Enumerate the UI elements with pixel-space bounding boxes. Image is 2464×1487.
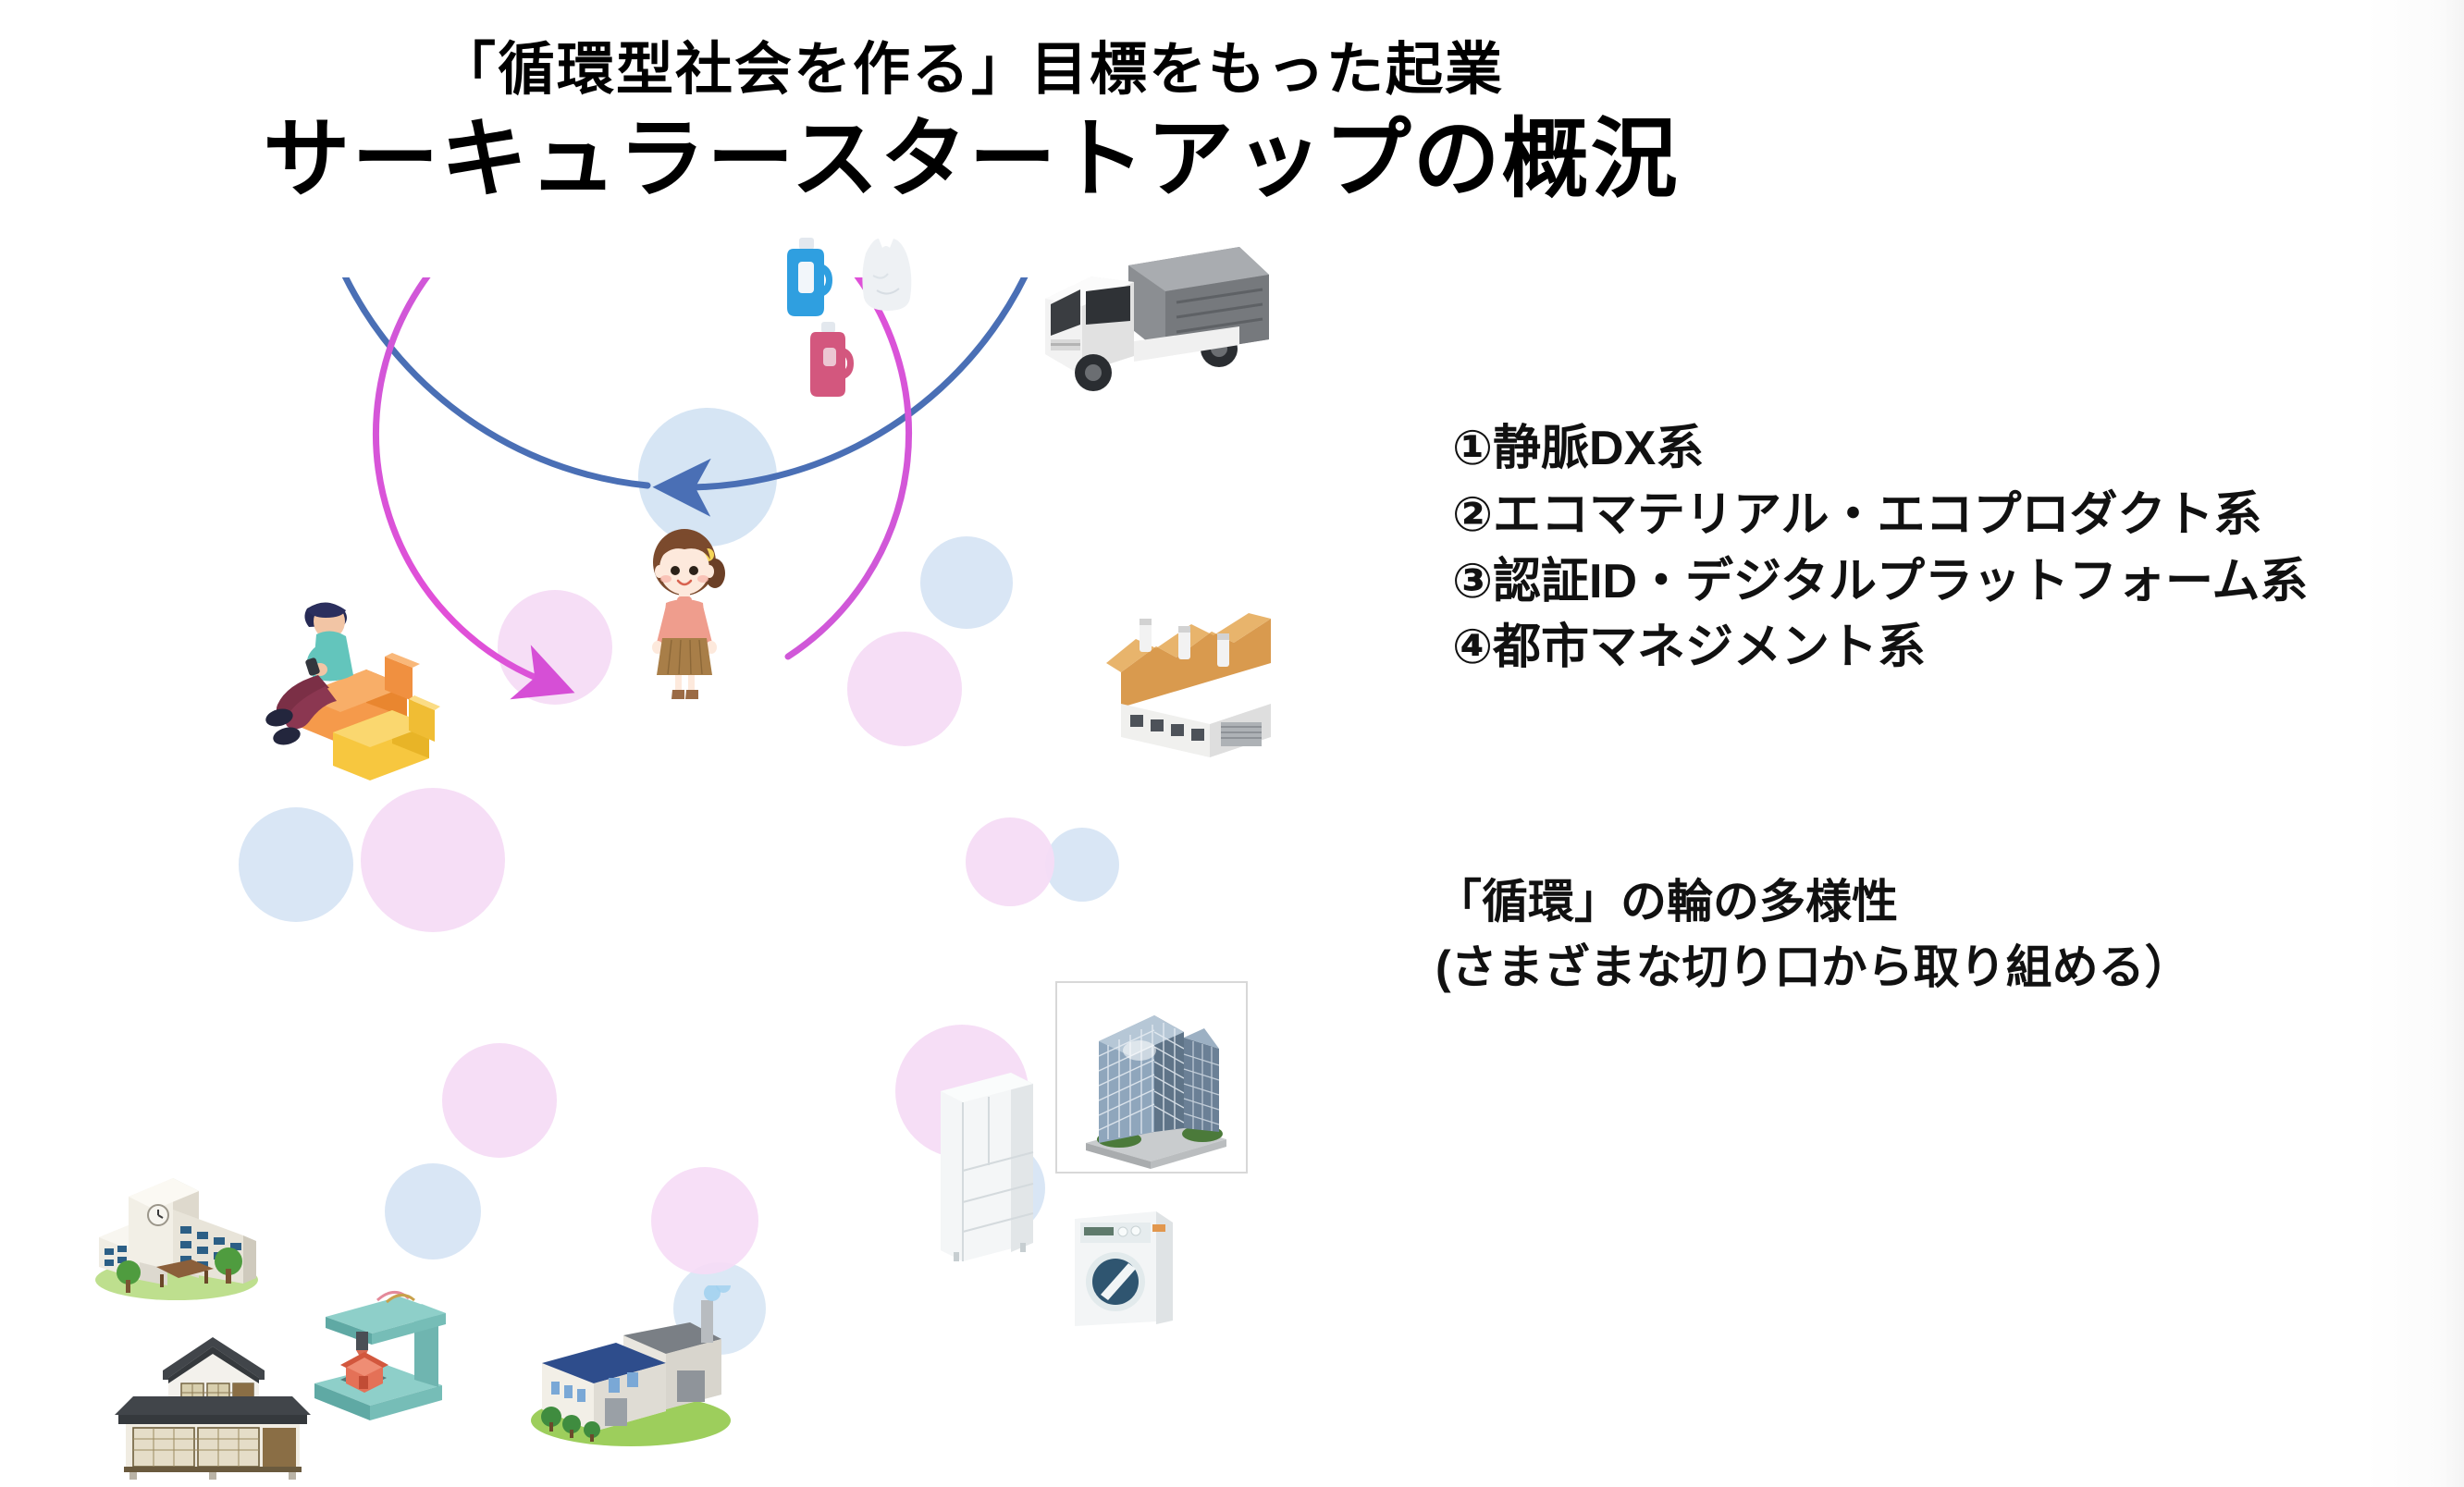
category-list-block: ①静脈DX系 ②エコマテリアル・エコプロダクト系 ③認証ID・デジタルプラットフ… bbox=[1452, 416, 2433, 682]
bubble-pink-left bbox=[361, 788, 505, 932]
category-item-4: ④都市マネジメント系 bbox=[1452, 621, 1927, 675]
bubble-pink-bottom bbox=[651, 1167, 758, 1274]
slide-title: サーキュラースタートアップの概況 bbox=[263, 110, 1680, 208]
slide-subtitle: 「循環型社会を作る」目標をもった起業 bbox=[437, 38, 1504, 102]
circular-economy-diagram bbox=[0, 238, 1313, 1487]
category-item-3: ③認証ID・デジタルプラットフォーム系 bbox=[1452, 554, 2309, 608]
bubble-pink-upper-right bbox=[847, 632, 962, 746]
bubble-blue-right bbox=[1045, 828, 1119, 902]
note-line-1: 「循環」の輪の多様性 bbox=[1435, 876, 1898, 928]
bubble-pink-right bbox=[966, 817, 1054, 906]
outer-circulation-arrow bbox=[341, 277, 1029, 517]
category-item-2: ②エコマテリアル・エコプロダクト系 bbox=[1452, 487, 2262, 542]
title-block: 「循環型社会を作る」目標をもった起業 サーキュラースタートアップの概況 bbox=[0, 37, 1942, 211]
bubble-blue-left bbox=[239, 807, 353, 922]
note-block: 「循環」の輪の多様性 (さまざまな切り口から取り組める） bbox=[1435, 869, 2434, 1001]
bubble-blue-upper-right bbox=[920, 536, 1013, 629]
category-list: ①静脈DX系 ②エコマテリアル・エコプロダクト系 ③認証ID・デジタルプラットフ… bbox=[1452, 416, 2433, 682]
bubble-pink-lower-left bbox=[442, 1043, 557, 1158]
bubble-blue-lower-left bbox=[385, 1163, 481, 1260]
category-item-1: ①静脈DX系 bbox=[1452, 422, 1705, 475]
bubble-pink-upper-left bbox=[498, 590, 612, 705]
note-line-2: (さまざまな切り口から取り組める） bbox=[1435, 941, 2191, 993]
inner-circulation-arrow bbox=[373, 277, 913, 700]
